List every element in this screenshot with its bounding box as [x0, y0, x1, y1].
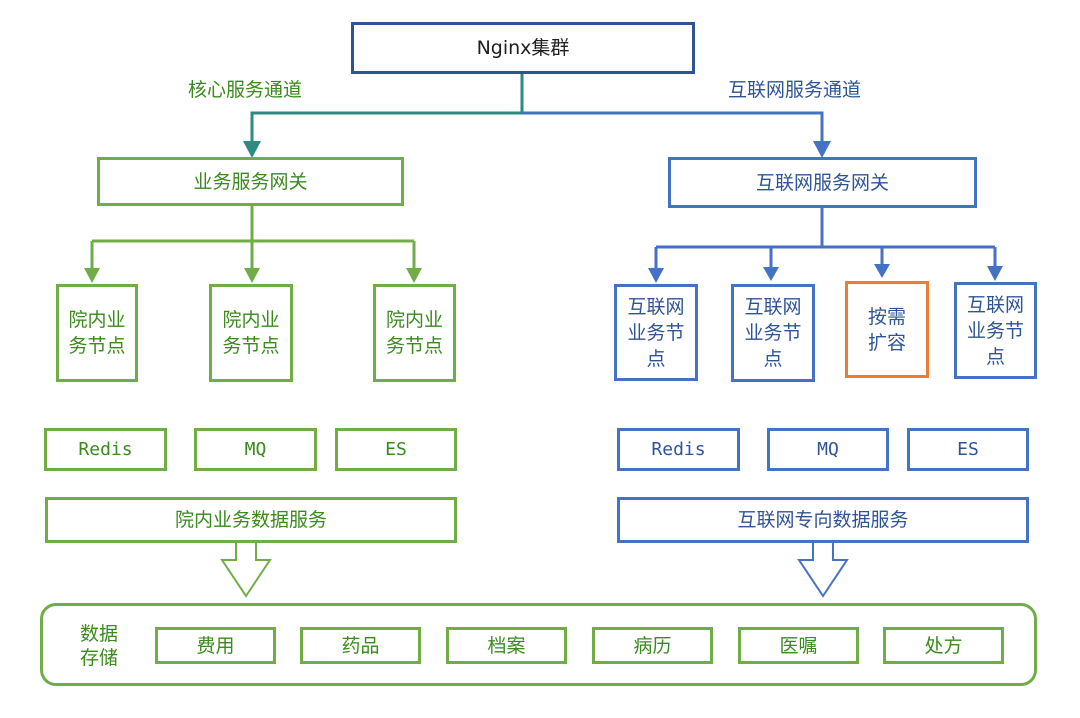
right-es-label: ES: [957, 439, 979, 460]
left-es-label: ES: [385, 439, 407, 460]
internet-node-label: 互联网业务节点: [744, 296, 802, 370]
storage-item-label: 药品: [341, 634, 380, 657]
right-mq-label: MQ: [817, 439, 839, 460]
internet-data-service-label: 互联网专向数据服务: [737, 509, 909, 531]
internet-node-label: 互联网业务节点: [966, 293, 1024, 368]
hospital-node-3: 院内业务节点: [373, 284, 456, 382]
hospital-data-service-label: 院内业务数据服务: [174, 509, 327, 531]
storage-item-drugs: 药品: [300, 627, 421, 664]
storage-item-label: 费用: [196, 634, 235, 657]
core-channel-label: 核心服务通道: [188, 79, 303, 101]
internet-gateway-label: 互联网服务网关: [755, 171, 889, 194]
nginx-cluster-label: Nginx集群: [476, 37, 570, 59]
arrow-down-icon: [84, 268, 100, 283]
right-es-box: ES: [907, 428, 1029, 471]
internet-data-service-box: 互联网专向数据服务: [617, 497, 1029, 543]
business-gateway-label: 业务服务网关: [193, 170, 308, 193]
left-mq-box: MQ: [194, 428, 317, 471]
hospital-node-label: 院内业务节点: [68, 309, 126, 357]
business-gateway-box: 业务服务网关: [97, 157, 404, 206]
internet-node-1: 互联网业务节点: [614, 284, 698, 381]
storage-item-medical-records: 病历: [592, 627, 713, 664]
hospital-node-label: 院内业务节点: [222, 309, 280, 357]
arrow-down-icon: [648, 268, 664, 283]
hospital-node-label: 院内业务节点: [385, 309, 443, 357]
right-redis-label: Redis: [651, 439, 706, 460]
right-mq-box: MQ: [767, 428, 889, 471]
hollow-arrow-down-icon: [220, 540, 272, 598]
internet-node-2: 互联网业务节点: [731, 284, 815, 382]
internet-node-4: 互联网业务节点: [954, 282, 1037, 379]
connector-right-gateway: [654, 206, 997, 271]
left-redis-label: Redis: [78, 439, 133, 460]
left-es-box: ES: [335, 428, 457, 471]
storage-item-label: 医嘱: [779, 634, 818, 657]
storage-item-fees: 费用: [155, 627, 276, 664]
scale-on-demand-label: 按需扩容: [867, 305, 906, 354]
hospital-node-1: 院内业务节点: [56, 284, 138, 382]
hospital-data-service-box: 院内业务数据服务: [45, 497, 457, 543]
arrow-down-icon: [406, 268, 422, 283]
storage-item-orders: 医嘱: [738, 627, 859, 664]
storage-item-archives: 档案: [446, 627, 567, 664]
internet-channel-label: 互联网服务通道: [728, 79, 862, 101]
storage-item-prescriptions: 处方: [883, 627, 1004, 664]
internet-node-label: 互联网业务节点: [627, 295, 685, 370]
arrow-down-icon: [987, 266, 1003, 281]
connector-left-gateway: [90, 204, 416, 272]
connector-internet-branch: [522, 111, 824, 145]
data-storage-label: 数据存储: [80, 623, 119, 669]
hollow-arrow-down-icon: [797, 540, 849, 598]
internet-gateway-box: 互联网服务网关: [668, 157, 977, 208]
connector-nginx-trunk: [250, 74, 524, 145]
left-redis-box: Redis: [44, 428, 167, 471]
hospital-node-2: 院内业务节点: [209, 284, 293, 382]
arrow-down-icon: [763, 267, 779, 281]
storage-item-label: 档案: [487, 634, 526, 657]
left-mq-label: MQ: [244, 439, 267, 460]
scale-on-demand-node: 按需扩容: [845, 281, 929, 378]
arrow-down-icon: [243, 141, 261, 158]
arrow-down-icon: [874, 264, 890, 278]
storage-item-label: 病历: [633, 634, 672, 657]
nginx-cluster-box: Nginx集群: [351, 22, 695, 74]
arrow-down-icon: [813, 141, 831, 158]
arrow-down-icon: [244, 268, 260, 283]
right-redis-box: Redis: [617, 428, 740, 471]
storage-item-label: 处方: [924, 634, 963, 657]
